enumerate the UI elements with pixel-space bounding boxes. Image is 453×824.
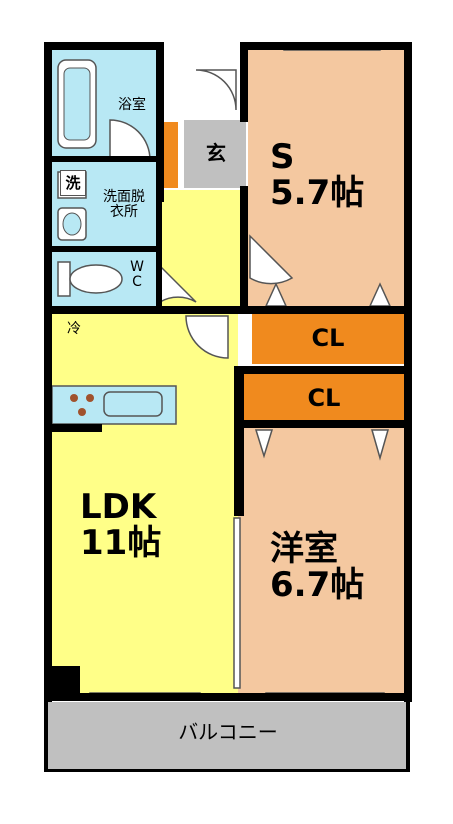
wash-badge: 洗 xyxy=(60,170,86,196)
washroom-label: 洗面脱 衣所 xyxy=(92,190,156,219)
walls xyxy=(44,42,412,772)
washroom-label-line1: 洗面脱 xyxy=(103,189,145,205)
western-room-size: 6.7帖 xyxy=(270,564,365,605)
fridge-label: 冷 xyxy=(67,321,81,337)
balcony-floor xyxy=(46,702,408,770)
closet-upper-label: CL xyxy=(311,324,345,352)
stove-burner xyxy=(78,408,86,416)
kitchen-sink xyxy=(103,391,163,417)
door-ldk xyxy=(185,315,229,359)
wc-label: W C xyxy=(126,260,148,289)
stove-burner xyxy=(70,394,78,402)
balcony-label: バルコニー xyxy=(178,720,278,744)
wc-label-line1: W xyxy=(130,259,144,275)
closet-upper xyxy=(252,312,404,364)
toilet-tank xyxy=(57,261,71,297)
ldk-floor xyxy=(50,310,238,695)
western-room-name: 洋室 xyxy=(270,529,338,569)
toilet-bowl xyxy=(69,264,123,294)
door-s-room xyxy=(249,234,294,285)
wc-label-line2: C xyxy=(132,273,142,290)
bath-label: 浴室 xyxy=(118,97,146,113)
door-entrance xyxy=(195,69,237,111)
closet-lower xyxy=(242,372,404,424)
s-room-size: 5.7帖 xyxy=(270,172,365,213)
shoe-cabinet xyxy=(164,122,178,188)
ldk-name: LDK xyxy=(80,487,157,527)
s-room-name: S xyxy=(270,137,295,177)
western-room-floor xyxy=(238,425,406,695)
wash-badge-label: 洗 xyxy=(65,174,81,192)
door-swings xyxy=(109,69,294,359)
genkan-floor xyxy=(184,120,246,188)
western-room-label: 洋室 6.7帖 xyxy=(270,529,400,605)
bathtub-inner xyxy=(63,67,91,141)
ldk-size: 11帖 xyxy=(80,522,162,563)
closet-lower-label: CL xyxy=(307,384,341,412)
s-room-label: S 5.7帖 xyxy=(270,137,390,213)
ldk-label: LDK 11帖 xyxy=(80,487,220,563)
washing-machine-drum xyxy=(62,212,82,236)
stove-burner xyxy=(86,394,94,402)
washroom-label-line2: 衣所 xyxy=(110,203,138,220)
genkan-label: 玄 xyxy=(206,141,226,165)
